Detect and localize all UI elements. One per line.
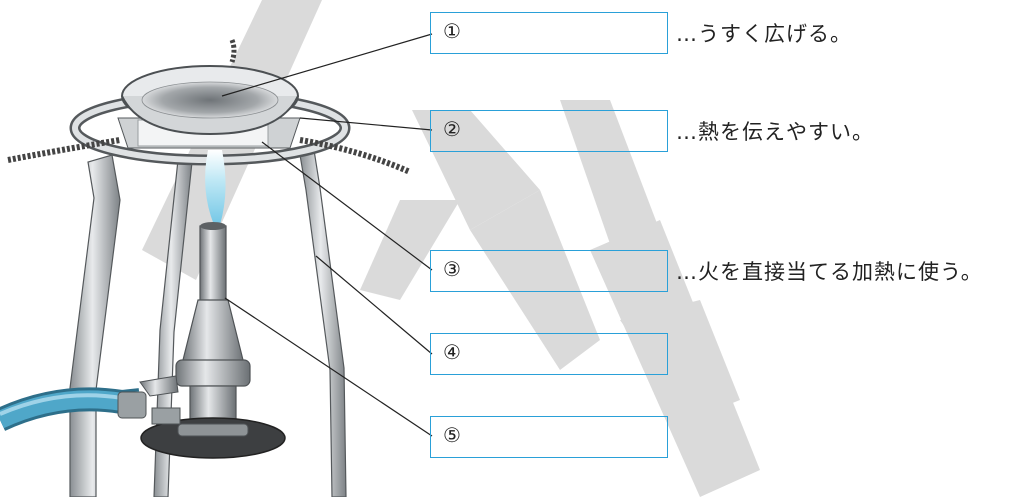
answer-box-5[interactable]: ⑤ [430,416,668,458]
box-number: ⑤ [443,423,461,447]
answer-box-3[interactable]: ③ [430,250,668,292]
answer-box-1[interactable]: ① [430,12,668,54]
box-number: ② [443,117,461,141]
box-number: ③ [443,257,461,281]
box-number: ① [443,19,461,43]
flame [205,150,226,225]
note-2: …熱を伝えやすい。 [676,120,874,144]
leader-lines [221,33,433,437]
answer-box-2[interactable]: ② [430,110,668,152]
note-3: …火を直接当てる加熱に使う。 [676,260,983,284]
note-1: …うすく広げる。 [676,22,852,46]
evaporating-dish [121,65,299,136]
gas-burner [139,222,286,459]
answer-box-4[interactable]: ④ [430,333,668,375]
box-number: ④ [443,340,461,364]
